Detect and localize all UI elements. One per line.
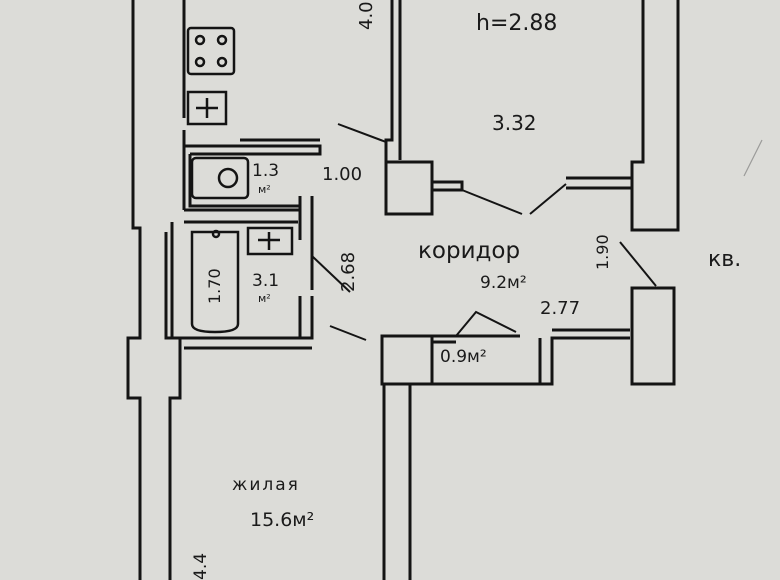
fixtures — [186, 26, 294, 334]
living-partition — [382, 384, 412, 580]
door-swing-corridor-right — [529, 183, 567, 215]
living-area: 15.6м² — [250, 509, 314, 531]
bath-lower-wall — [184, 336, 312, 350]
door-swings — [311, 123, 657, 341]
door-swing-living — [329, 325, 367, 341]
door-swing-bath — [311, 255, 351, 293]
stove-burner — [216, 34, 228, 46]
bath-right-wall — [298, 296, 314, 338]
central-column — [384, 160, 434, 216]
kitchen-side: 4.0 — [356, 1, 377, 30]
kitchen-bottom-left — [432, 180, 464, 192]
corridor-label: коридор — [418, 238, 520, 264]
bathroom-length: 1.70 — [205, 268, 224, 304]
kitchen-sink — [186, 90, 228, 126]
living-side: 4.4 — [191, 553, 211, 580]
corridor-bottom-wall — [432, 328, 630, 338]
stove-burner — [194, 34, 206, 46]
stove — [186, 26, 236, 76]
toilet-tank — [190, 156, 250, 200]
bathroom-unit: м² — [258, 292, 271, 305]
bathroom-area: 3.1 — [252, 271, 279, 291]
bathtub-drain — [211, 229, 221, 239]
toilet-bowl — [217, 167, 239, 189]
bathtub — [190, 230, 240, 334]
corridor-side: 1.90 — [593, 234, 612, 270]
kitchen-width: 3.32 — [492, 111, 537, 135]
central-column-lower — [380, 334, 434, 386]
door-swing-kitchen — [337, 123, 387, 143]
right-wall-upper — [630, 0, 680, 232]
pencil-mark — [743, 139, 763, 177]
walls — [126, 0, 680, 580]
door-swing-corridor-left — [461, 189, 523, 215]
door-width: 1.00 — [322, 164, 362, 185]
closet-area: 0.9м² — [440, 347, 487, 367]
door-swing-entrance — [619, 241, 657, 287]
toilet-block — [184, 144, 322, 208]
bath-block — [170, 196, 314, 340]
bathroom-sink — [246, 226, 294, 256]
toilet-unit: м² — [258, 183, 271, 196]
toilet-area: 1.3 — [252, 161, 279, 181]
corridor-length: 2.77 — [540, 298, 580, 319]
ceiling-height: h=2.88 — [476, 11, 557, 36]
left-wall-lower-inner — [164, 232, 182, 580]
apartment-label: кв. — [708, 247, 741, 272]
stove-burner — [216, 56, 228, 68]
bathroom-side: 2.68 — [338, 252, 359, 292]
labels: h=2.88 3.32 4.0 1.3 м² 1.00 1.70 3.1 м² … — [191, 1, 741, 580]
corridor-area: 9.2м² — [480, 273, 527, 293]
right-column — [630, 286, 676, 386]
closet-walls — [432, 336, 630, 386]
kitchen-sink-tap — [196, 98, 218, 118]
door-swing-closet — [455, 310, 517, 337]
kitchen-partition — [384, 0, 394, 162]
kitchen-bottom-right — [566, 176, 632, 190]
living-label: жилая — [232, 475, 300, 495]
bathroom-sink-tap — [258, 232, 280, 250]
left-wall-outer — [126, 0, 142, 580]
stove-burner — [194, 56, 206, 68]
